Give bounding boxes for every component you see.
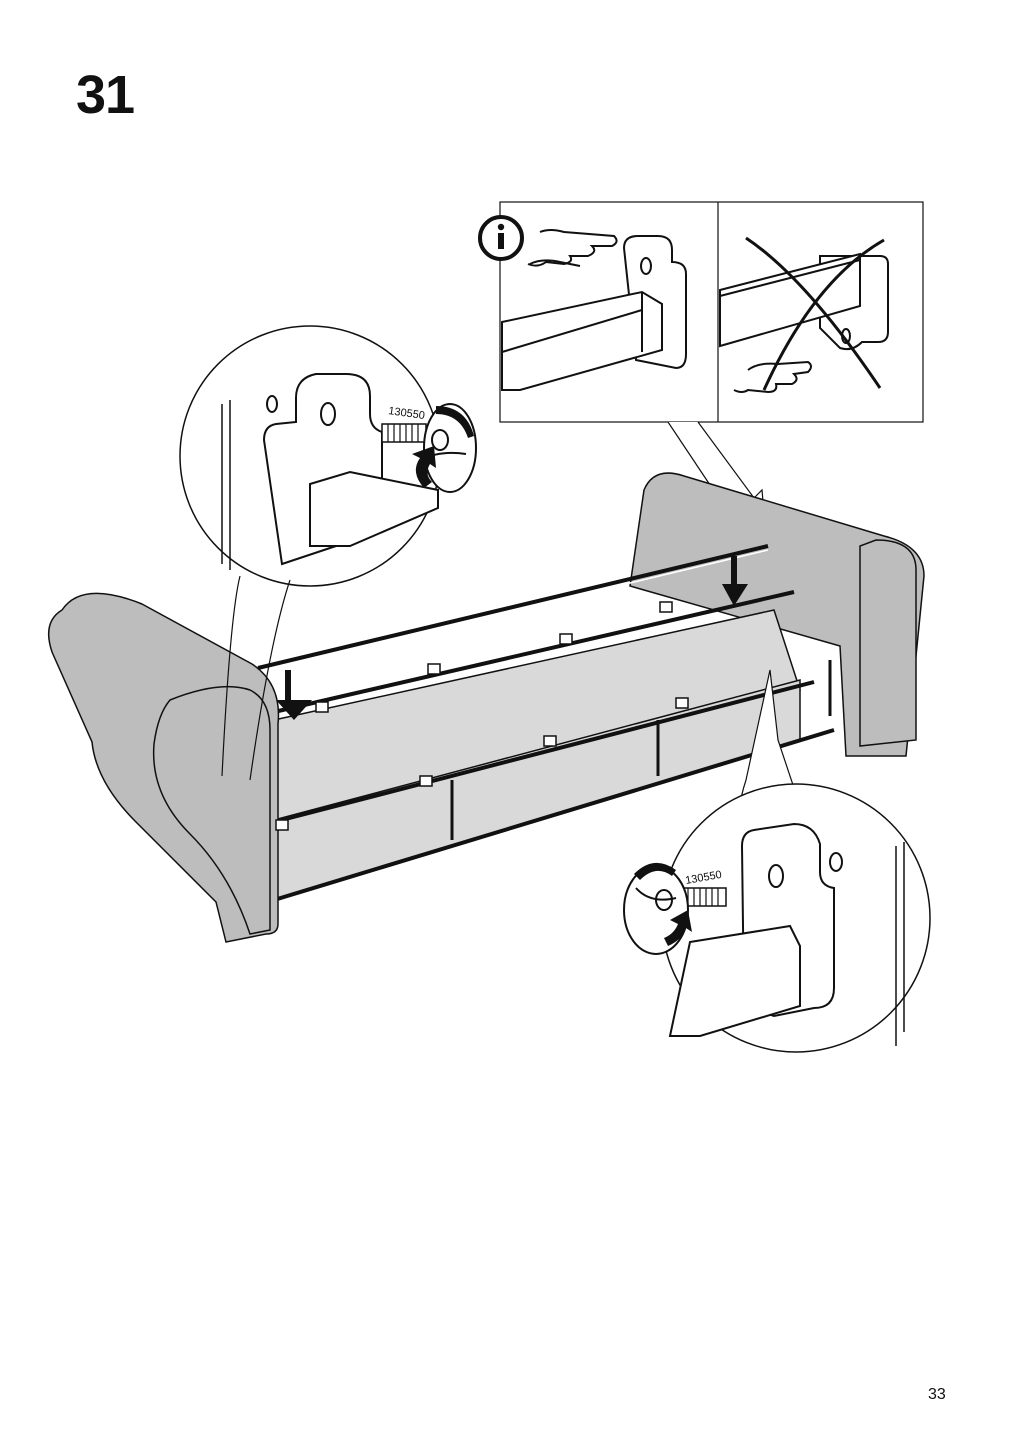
correct-example: [501, 229, 687, 391]
bolt-icon: [381, 423, 427, 443]
rotate-arrow-icon: [412, 406, 474, 488]
sofa-frame: [47, 472, 925, 943]
step-number: 31: [76, 65, 135, 125]
info-circle-icon: [478, 215, 524, 261]
info-panel: [478, 201, 924, 423]
page-number: 33: [928, 1386, 946, 1403]
detail-circle-upper: 130550: [179, 325, 477, 781]
rotate-arrow-icon: [634, 862, 692, 946]
part-number-label-upper: 130550: [388, 405, 426, 422]
incorrect-example: [719, 236, 889, 394]
arrow-down-icon: [722, 556, 748, 606]
wing-nut-icon: [623, 865, 689, 955]
arrow-down-icon: [276, 670, 312, 720]
detail-circle-lower: 130550: [623, 783, 931, 1053]
